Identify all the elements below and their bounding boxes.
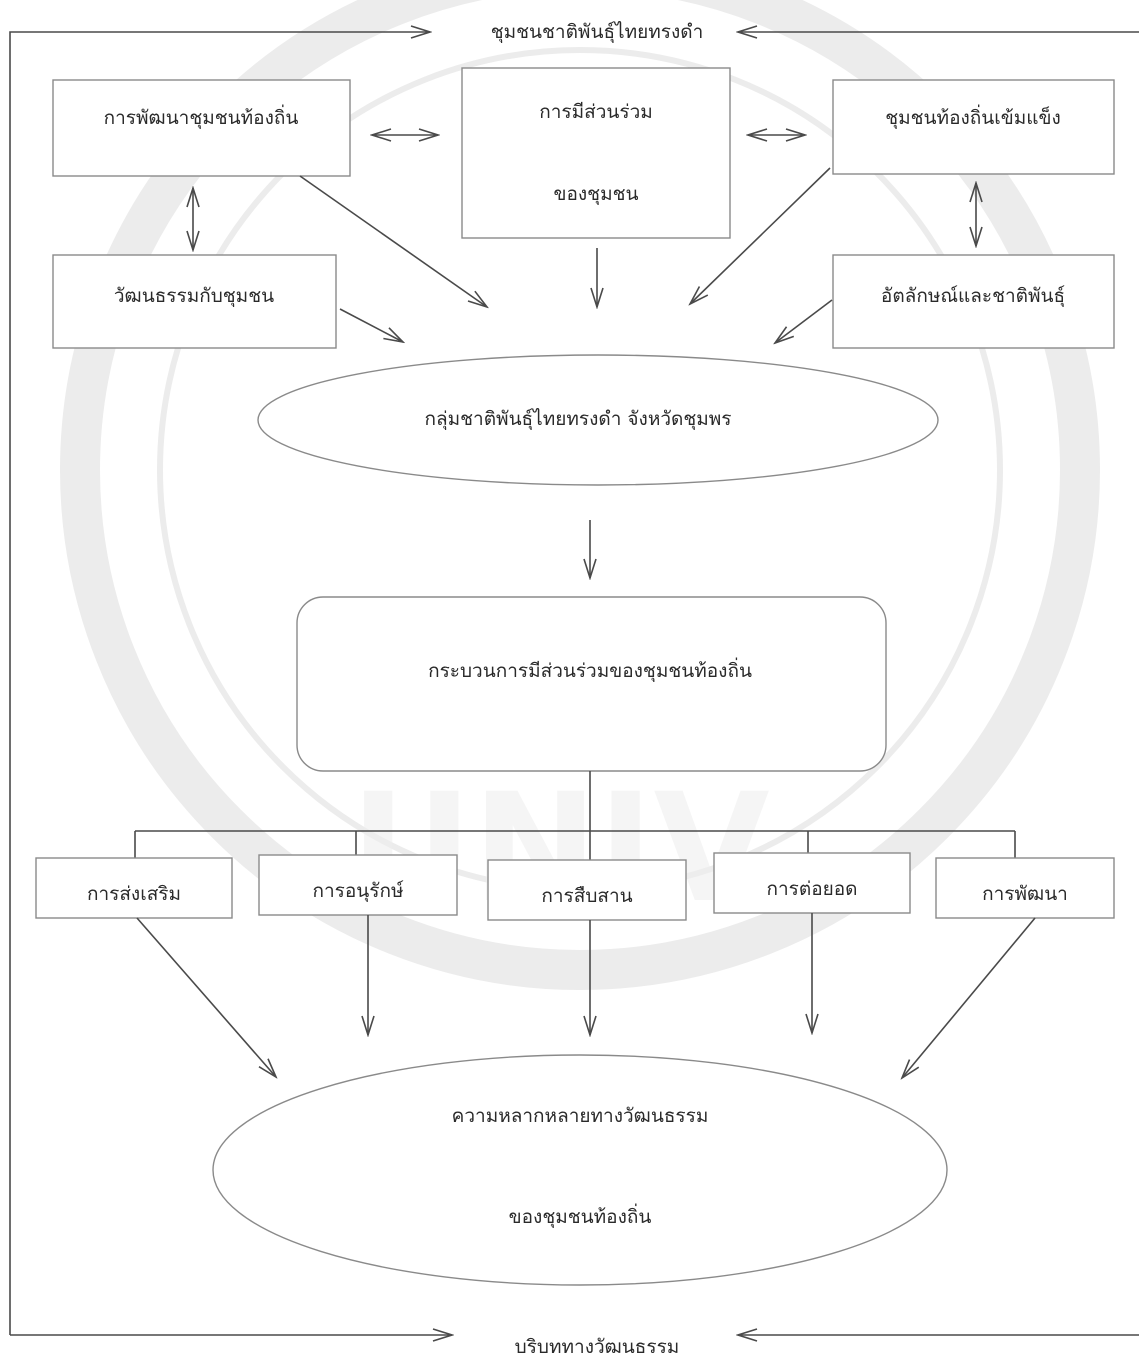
box-participation-process: กระบวนการมีส่วนร่วมของชุมชนท้องถิ่น xyxy=(296,596,887,772)
box-culture-community-label: วัฒนธรรมกับชุมชน xyxy=(114,285,274,308)
branch-development: การพัฒนา xyxy=(935,857,1115,919)
arrow-development-to-result xyxy=(902,917,1036,1078)
branch-promotion-label: การส่งเสริม xyxy=(87,883,181,905)
box-community-participation: การมีส่วนร่วม ของชุมชน xyxy=(461,67,731,239)
arrow-strong-to-group xyxy=(690,167,831,304)
branch-inheritance-label: การสืบสาน xyxy=(541,885,632,907)
box-participation-line2: ของชุมชน xyxy=(554,183,639,206)
box-strong-community: ชุมชนท้องถิ่นเข้มแข็ง xyxy=(832,79,1115,175)
box-identity-ethnicity: อัตลักษณ์และชาติพันธุ์ xyxy=(832,254,1115,349)
bottom-label: บริบททางวัฒนธรรม xyxy=(515,1336,680,1358)
branch-inheritance: การสืบสาน xyxy=(487,859,687,921)
ellipse-result-line2: ของชุมชนท้องถิ่น xyxy=(509,1203,652,1229)
box-community-development: การพัฒนาชุมชนท้องถิ่น xyxy=(52,79,351,177)
box-identity-ethnicity-label: อัตลักษณ์และชาติพันธุ์ xyxy=(881,285,1065,308)
ellipse-cultural-diversity: ความหลากหลายทางวัฒนธรรม ของชุมชนท้องถิ่น xyxy=(212,1054,948,1286)
box-community-development-label: การพัฒนาชุมชนท้องถิ่น xyxy=(104,104,299,130)
arrow-identity-to-group xyxy=(775,299,833,343)
box-strong-community-label: ชุมชนท้องถิ่นเข้มแข็ง xyxy=(885,104,1061,130)
branch-conservation: การอนุรักษ์ xyxy=(258,854,458,916)
box-participation-line1: การมีส่วนร่วม xyxy=(539,101,653,123)
ellipse-ethnic-group-label: กลุ่มชาติพันธุ์ไทยทรงดำ จังหวัดชุมพร xyxy=(424,408,731,431)
top-label: ชุมชนชาติพันธุ์ไทยทรงดำ xyxy=(491,21,704,44)
branch-promotion: การส่งเสริม xyxy=(35,857,233,919)
branch-extension-label: การต่อยอด xyxy=(766,878,857,900)
box-culture-community: วัฒนธรรมกับชุมชน xyxy=(52,254,337,349)
branch-connectors xyxy=(134,771,1016,860)
box-participation-process-label: กระบวนการมีส่วนร่วมของชุมชนท้องถิ่น xyxy=(428,657,752,683)
branch-conservation-label: การอนุรักษ์ xyxy=(312,880,403,903)
outer-frame xyxy=(9,32,1139,1335)
arrow-promotion-to-result xyxy=(136,917,276,1077)
branch-extension: การต่อยอด xyxy=(713,852,911,914)
ellipse-result-line1: ความหลากหลายทางวัฒนธรรม xyxy=(452,1105,709,1127)
arrow-culture-to-group xyxy=(339,308,403,342)
ellipse-ethnic-group: กลุ่มชาติพันธุ์ไทยทรงดำ จังหวัดชุมพร xyxy=(257,354,939,486)
branch-development-label: การพัฒนา xyxy=(982,883,1068,905)
arrow-development-to-group xyxy=(299,175,487,307)
